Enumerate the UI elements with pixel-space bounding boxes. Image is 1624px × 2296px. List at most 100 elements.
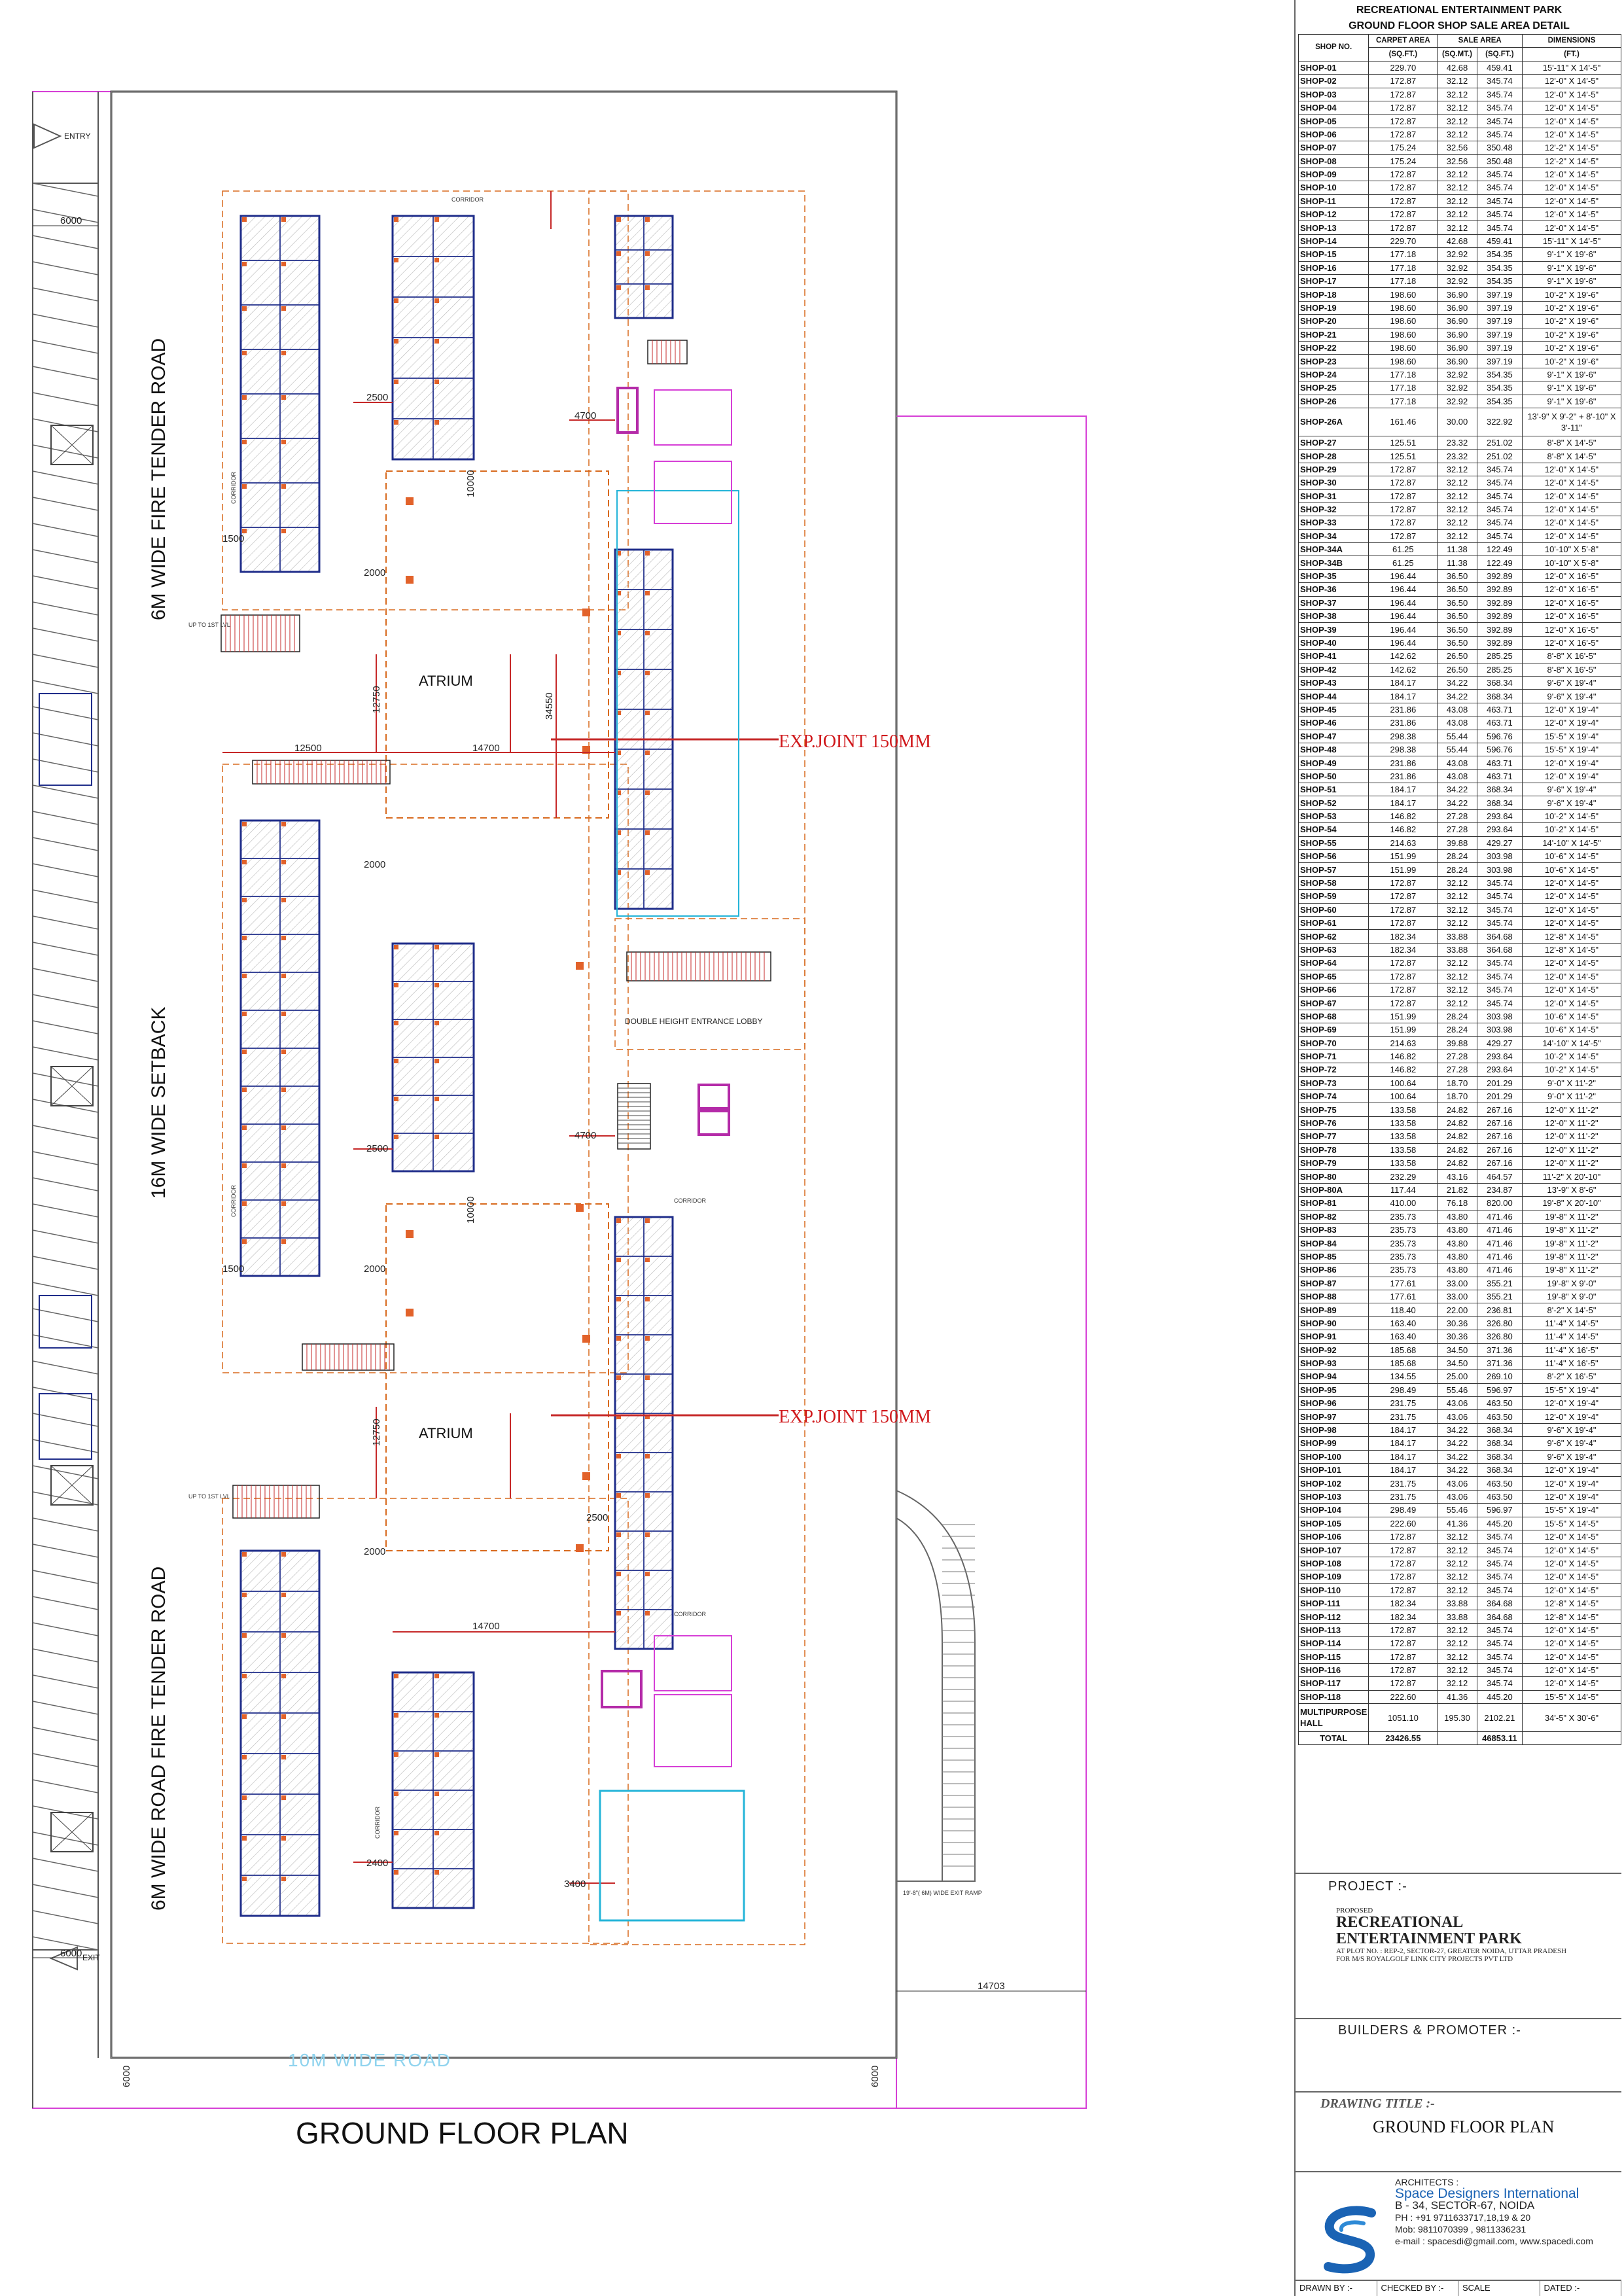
cell-dimensions: 12'-2" X 14'-5" (1522, 154, 1621, 168)
column-marker (576, 962, 584, 970)
shop-unit (279, 1672, 320, 1714)
cell-sale-sqft: 345.74 (1476, 1570, 1523, 1584)
cell-carpet: 118.40 (1368, 1303, 1438, 1317)
cell-carpet: 182.34 (1368, 1610, 1438, 1624)
cell-shop-no: SHOP-30 (1297, 476, 1369, 490)
parking-stripe (32, 549, 99, 563)
shop-unit (392, 296, 434, 338)
cell-sale-sqft: 303.98 (1476, 1023, 1523, 1037)
cell-sale-sqft: 345.74 (1476, 996, 1523, 1010)
column-marker (281, 898, 286, 902)
shop-unit (432, 981, 474, 1020)
column-marker (242, 395, 247, 400)
column-marker (616, 671, 621, 675)
cell-sale-sqmt: 32.12 (1437, 194, 1477, 209)
column-marker (645, 671, 650, 675)
cell-dimensions: 10'-2" X 14'-5" (1522, 809, 1621, 824)
cell-dimensions: 9'-6" X 19'-4" (1522, 783, 1621, 797)
cell-sale-sqmt: 55.46 (1437, 1503, 1477, 1517)
parking-stripe (32, 523, 99, 537)
shop-unit (614, 788, 644, 830)
cell-shop-no: SHOP-111 (1297, 1596, 1369, 1611)
footer-drawn: DRAWN BY :- (1296, 2281, 1377, 2296)
cell-sale-sqmt: 32.12 (1437, 462, 1477, 477)
cell-shop-no: SHOP-07 (1297, 141, 1369, 155)
unit-sqft-sale: (SQ.FT.) (1476, 47, 1523, 62)
cell-shop-no: SHOP-105 (1297, 1516, 1369, 1530)
column-marker (394, 1097, 398, 1101)
cell-dimensions: 12'-0" X 14'-5" (1522, 194, 1621, 209)
cell-carpet: 172.87 (1368, 74, 1438, 88)
column-marker (434, 1021, 439, 1025)
cell-carpet: 133.58 (1368, 1129, 1438, 1144)
cell-sale-sqmt: 32.12 (1437, 1570, 1477, 1584)
cell-dimensions: 9'-1" X 19'-6" (1522, 381, 1621, 395)
column-marker (394, 217, 398, 222)
dim-6000-vertical-right: 6000 (870, 2066, 881, 2087)
cell-carpet: 172.87 (1368, 127, 1438, 142)
cell-sale-sqft: 345.74 (1476, 1676, 1523, 1691)
cell-carpet: 298.49 (1368, 1503, 1438, 1517)
architect-firm: Space Designers International (1395, 2186, 1580, 2201)
building-outline (110, 90, 898, 2059)
cell-sale-sqmt: 32.12 (1437, 1583, 1477, 1597)
cell-shop-no: SHOP-05 (1297, 114, 1369, 128)
cell-sale-sqmt: 34.22 (1437, 1463, 1477, 1477)
shop-unit (392, 337, 434, 379)
cell-sale-sqmt: 23.32 (1437, 435, 1477, 450)
area-table: SHOP NO. CARPET AREA SALE AREA DIMENSION… (1297, 33, 1621, 1746)
cell-sale-sqft: 471.46 (1476, 1236, 1523, 1250)
cell-sale-sqmt: 32.12 (1437, 87, 1477, 101)
cell-carpet: 142.62 (1368, 649, 1438, 663)
shop-unit (279, 527, 320, 573)
cell-sale-sqmt: 55.44 (1437, 729, 1477, 743)
column-marker (616, 631, 621, 635)
column-marker (242, 936, 247, 940)
dimension-strings (222, 191, 615, 1884)
cell-shop-no: SHOP-20 (1297, 314, 1369, 328)
corridor-label-5: CORRIDOR (674, 1197, 706, 1204)
cell-dimensions: 12'-0" X 14'-5" (1522, 221, 1621, 235)
shop-block-outline (391, 215, 475, 461)
column-marker (281, 262, 286, 266)
architect-mobile: Mob: 9811070399 , 9811336231 (1395, 2224, 1527, 2234)
cell-carpet: 196.44 (1368, 582, 1438, 597)
cell-sale-sqmt: 195.30 (1437, 1703, 1477, 1733)
shop-unit (614, 589, 644, 630)
cell-carpet: 172.87 (1368, 1636, 1438, 1651)
cell-shop-no: SHOP-49 (1297, 756, 1369, 770)
cell-shop-no: SHOP-89 (1297, 1303, 1369, 1317)
cell-shop-no: SHOP-79 (1297, 1156, 1369, 1171)
cell-dimensions: 12'-0" X 14'-5" (1522, 889, 1621, 904)
shop-unit (392, 1095, 434, 1134)
cell-dimensions: 9'-6" X 19'-4" (1522, 1422, 1621, 1438)
ramp-label: 19'-8"( 6M) WIDE EXIT RAMP (903, 1890, 982, 1896)
parking-stripe (32, 1544, 99, 1558)
parking-stripe (32, 1701, 99, 1715)
cell-dimensions: 9'-1" X 19'-6" (1522, 260, 1621, 275)
dim-34550: 34550 (544, 692, 555, 720)
cell-dimensions: 9'-6" X 19'-4" (1522, 1436, 1621, 1451)
cell-carpet: 172.87 (1368, 915, 1438, 930)
column-marker (616, 830, 621, 835)
column-marker (645, 1297, 650, 1301)
cell-dimensions: 12'-0" X 14'-5" (1522, 875, 1621, 891)
cell-shop-no: SHOP-48 (1297, 742, 1369, 757)
cell-shop-no: SHOP-108 (1297, 1556, 1369, 1571)
cell-carpet: 235.73 (1368, 1236, 1438, 1250)
parking-stripe (32, 1282, 99, 1296)
cell-shop-no: SHOP-80A (1297, 1182, 1369, 1197)
cell-sale-sqmt: 27.28 (1437, 1063, 1477, 1077)
cell-sale-sqmt: 32.12 (1437, 221, 1477, 235)
cell-carpet: 172.87 (1368, 207, 1438, 222)
cell-sale-sqft: 345.74 (1476, 889, 1523, 904)
